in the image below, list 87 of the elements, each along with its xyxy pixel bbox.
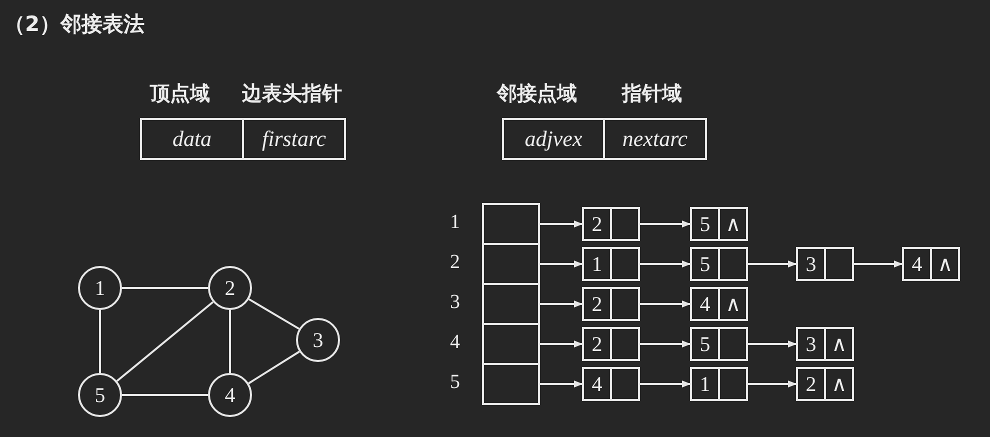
pointer-arrow <box>748 340 797 348</box>
graph-edge <box>116 301 214 382</box>
field-name: nextarc <box>621 125 689 153</box>
vertex-circle <box>78 266 122 310</box>
edge-list-node <box>582 247 640 281</box>
edge-list-node <box>582 367 640 401</box>
edge-list-node <box>582 287 640 321</box>
adjacent-vertex-number: 2 <box>590 212 604 236</box>
head-array-cell <box>482 283 540 325</box>
row-number: 5 <box>450 371 460 394</box>
edge-list-node <box>582 327 640 361</box>
field-name: adjvex <box>524 125 584 153</box>
head-array-cell <box>482 203 540 245</box>
heading: （2）邻接表法 <box>4 11 145 38</box>
adjacent-vertex-number: 4 <box>590 372 604 396</box>
head-array-cell <box>482 243 540 285</box>
head-array-cell <box>482 323 540 365</box>
pointer-arrow <box>540 340 583 348</box>
edge-list-node <box>690 247 748 281</box>
adjacent-vertex-number: 3 <box>804 332 818 356</box>
adjacent-vertex-number: 2 <box>804 372 818 396</box>
pointer-arrow <box>748 260 797 268</box>
vertex-circle <box>208 266 252 310</box>
pointer-arrow <box>540 300 583 308</box>
field-name: firstarc <box>261 125 327 153</box>
field-heading: 邻接点域 <box>497 80 577 107</box>
graph-edge <box>122 394 208 396</box>
field-cell <box>140 118 244 160</box>
edge-list-node <box>582 207 640 241</box>
field-heading: 边表头指针 <box>242 80 342 107</box>
adjacent-vertex-number: 3 <box>804 252 818 276</box>
pointer-arrow <box>640 220 691 228</box>
edge-list-node <box>902 247 960 281</box>
adjacent-vertex-number: 4 <box>698 292 712 316</box>
adjacent-vertex-number: 1 <box>698 372 712 396</box>
field-name: data <box>171 125 213 153</box>
vertex-number: 5 <box>94 382 106 408</box>
field-heading: 顶点域 <box>150 80 210 107</box>
head-array-cell <box>482 363 540 405</box>
null-pointer-mark: ∧ <box>830 372 848 396</box>
row-number: 1 <box>450 211 460 234</box>
adjacent-vertex-number: 5 <box>698 252 712 276</box>
pointer-arrow <box>640 380 691 388</box>
graph-edge <box>122 287 208 289</box>
pointer-arrow <box>748 380 797 388</box>
null-pointer-mark: ∧ <box>830 332 848 356</box>
adjacent-vertex-number: 1 <box>590 252 604 276</box>
edge-list-node <box>690 207 748 241</box>
pointer-arrow <box>540 380 583 388</box>
adjacent-vertex-number: 2 <box>590 292 604 316</box>
null-pointer-mark: ∧ <box>724 292 742 316</box>
vertex-number: 2 <box>224 276 236 300</box>
adjacent-vertex-number: 5 <box>698 212 712 236</box>
pointer-arrow <box>540 260 583 268</box>
field-cell <box>242 118 346 160</box>
adjacent-vertex-number: 4 <box>910 252 924 276</box>
vertex-number: 4 <box>224 382 236 408</box>
edge-list-node <box>690 367 748 401</box>
pointer-arrow <box>854 260 903 268</box>
pointer-arrow <box>540 220 583 228</box>
edge-list-node <box>690 327 748 361</box>
field-heading: 指针域 <box>622 80 682 107</box>
pointer-arrow <box>640 260 691 268</box>
null-pointer-mark: ∧ <box>724 212 742 236</box>
vertex-number: 1 <box>94 276 106 300</box>
adjacent-vertex-number: 5 <box>698 332 712 356</box>
null-pointer-mark: ∧ <box>936 252 954 276</box>
adjacent-vertex-number: 2 <box>590 332 604 356</box>
graph-edge <box>248 298 300 330</box>
edge-list-node <box>796 367 854 401</box>
graph-edge <box>99 310 101 373</box>
vertex-number: 3 <box>312 328 324 352</box>
edge-list-node <box>690 287 748 321</box>
edge-list-node <box>796 247 854 281</box>
vertex-circle <box>78 373 122 417</box>
field-cell <box>603 118 707 160</box>
row-number: 3 <box>450 291 460 314</box>
pointer-arrow <box>640 340 691 348</box>
graph-edge <box>248 350 300 384</box>
row-number: 4 <box>450 331 460 354</box>
edge-list-node <box>796 327 854 361</box>
vertex-circle <box>296 318 340 362</box>
row-number: 2 <box>450 251 460 274</box>
pointer-arrow <box>640 300 691 308</box>
field-cell <box>502 118 605 160</box>
graph-edge <box>229 310 231 373</box>
vertex-circle <box>208 373 252 417</box>
